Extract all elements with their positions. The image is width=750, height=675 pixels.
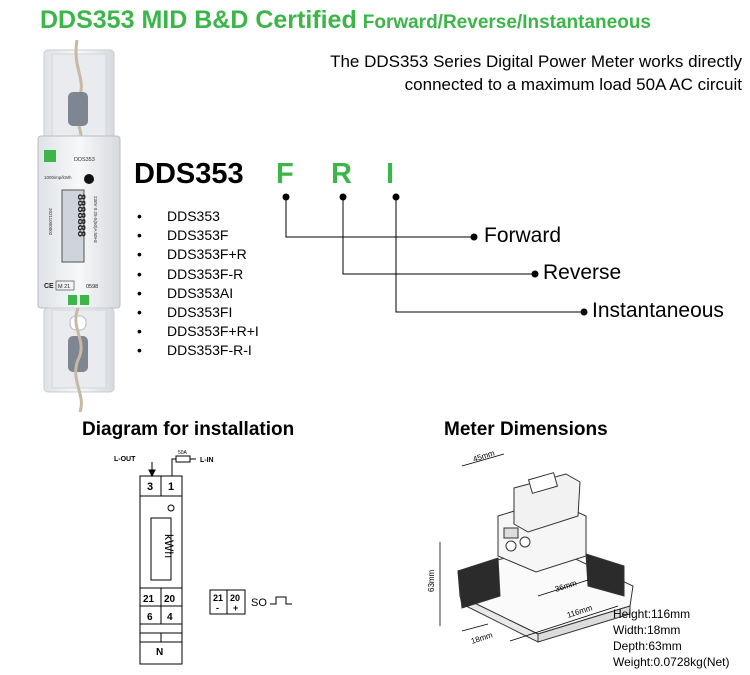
meter-lcd [61,189,85,263]
label-neutral: N [156,647,163,658]
list-item: •DDS353F+R [137,246,247,263]
meter-photo: DDS353 1000imp/kWh 8888888 230V 0.25-5(5… [37,40,121,412]
spec-depth: Depth:63mm [613,639,682,653]
wire-bottom [74,307,83,412]
list-item: •DDS353F+R+I [137,323,259,340]
dimension-drawing: 45mm 63mm 36mm 116mm 18mm [427,448,634,646]
title-subtitle: Forward/Reverse/Instantaneous [362,12,651,33]
lcd-digits: 8888888 [75,194,87,237]
intro-line-1: The DDS353 Series Digital Power Meter wo… [330,52,742,71]
terminal-6: 6 [147,612,153,623]
dim-45mm: 45mm [472,448,496,464]
diagram-kwh: kWh [162,534,176,558]
so-box-21: 21 [213,593,223,603]
photo-imp-label: 1000imp/kWh [44,175,72,180]
brand-logo [44,150,56,162]
spec-weight: Weight:0.0728kg(Net) [613,655,730,669]
dim-18mm: 18mm [470,630,494,646]
terminal-green-right [80,295,89,305]
terminal-21: 21 [143,594,155,605]
so-plus: + [233,603,238,613]
photo-serial-label: 20211000002 [48,208,53,236]
label-fuse: 50A [178,450,188,456]
dim-63mm: 63mm [427,569,436,592]
pulse-led [84,174,94,184]
label-l-in: L-IN [200,457,214,464]
list-item: •DDS353 [137,208,220,224]
code-letter-i: I [386,158,395,190]
title-main: DDS353 MID B&D Certified [40,6,357,34]
spec-width: Width:18mm [613,623,681,637]
model-code: DDS353 [134,158,244,190]
wire-seal-bottom [68,336,88,372]
terminal-20: 20 [164,594,176,605]
variant-list: •DDS353 •DDS353F •DDS353F+R •DDS353F-R •… [137,207,259,361]
photo-nb-number: 0598 [86,284,98,290]
spec-height: Height:116mm [613,607,691,621]
label-instantaneous: Instantaneous [592,299,724,322]
so-label: SO [251,597,267,609]
installation-heading: Diagram for installation [82,419,295,440]
list-item: •DDS353FI [137,303,233,320]
code-letter-f: F [276,158,294,190]
label-forward: Forward [484,224,562,247]
code-letter-r: R [331,158,352,190]
wire-seal-top [68,92,88,126]
photo-ce-mark: CE [44,283,54,290]
label-reverse: Reverse [543,261,622,284]
terminal-3: 3 [147,481,153,493]
label-l-out: L-OUT [114,456,136,463]
dimensions-heading: Meter Dimensions [444,419,608,440]
terminal-1: 1 [168,481,174,493]
list-item: •DDS353F [137,227,229,244]
photo-rating-label: 230V 0.25-5(50)A 50Hz [93,196,98,244]
photo-model-label: DDS353 [74,157,95,163]
list-item: •DDS353AI [137,284,234,301]
intro-line-2: connected to a maximum load 50A AC circu… [404,75,742,94]
so-box-20: 20 [230,593,240,603]
photo-mid-mark: M 21 [58,284,70,290]
terminal-green-left [68,295,77,305]
terminal-4: 4 [167,612,173,623]
list-item: •DDS353F-R [137,265,244,282]
installation-diagram: L-OUT L-IN 50A 3 1 kWh 21 20 6 4 N 21 20… [114,450,292,665]
list-item: •DDS353F-R-I [137,342,252,359]
so-minus: - [216,603,219,613]
